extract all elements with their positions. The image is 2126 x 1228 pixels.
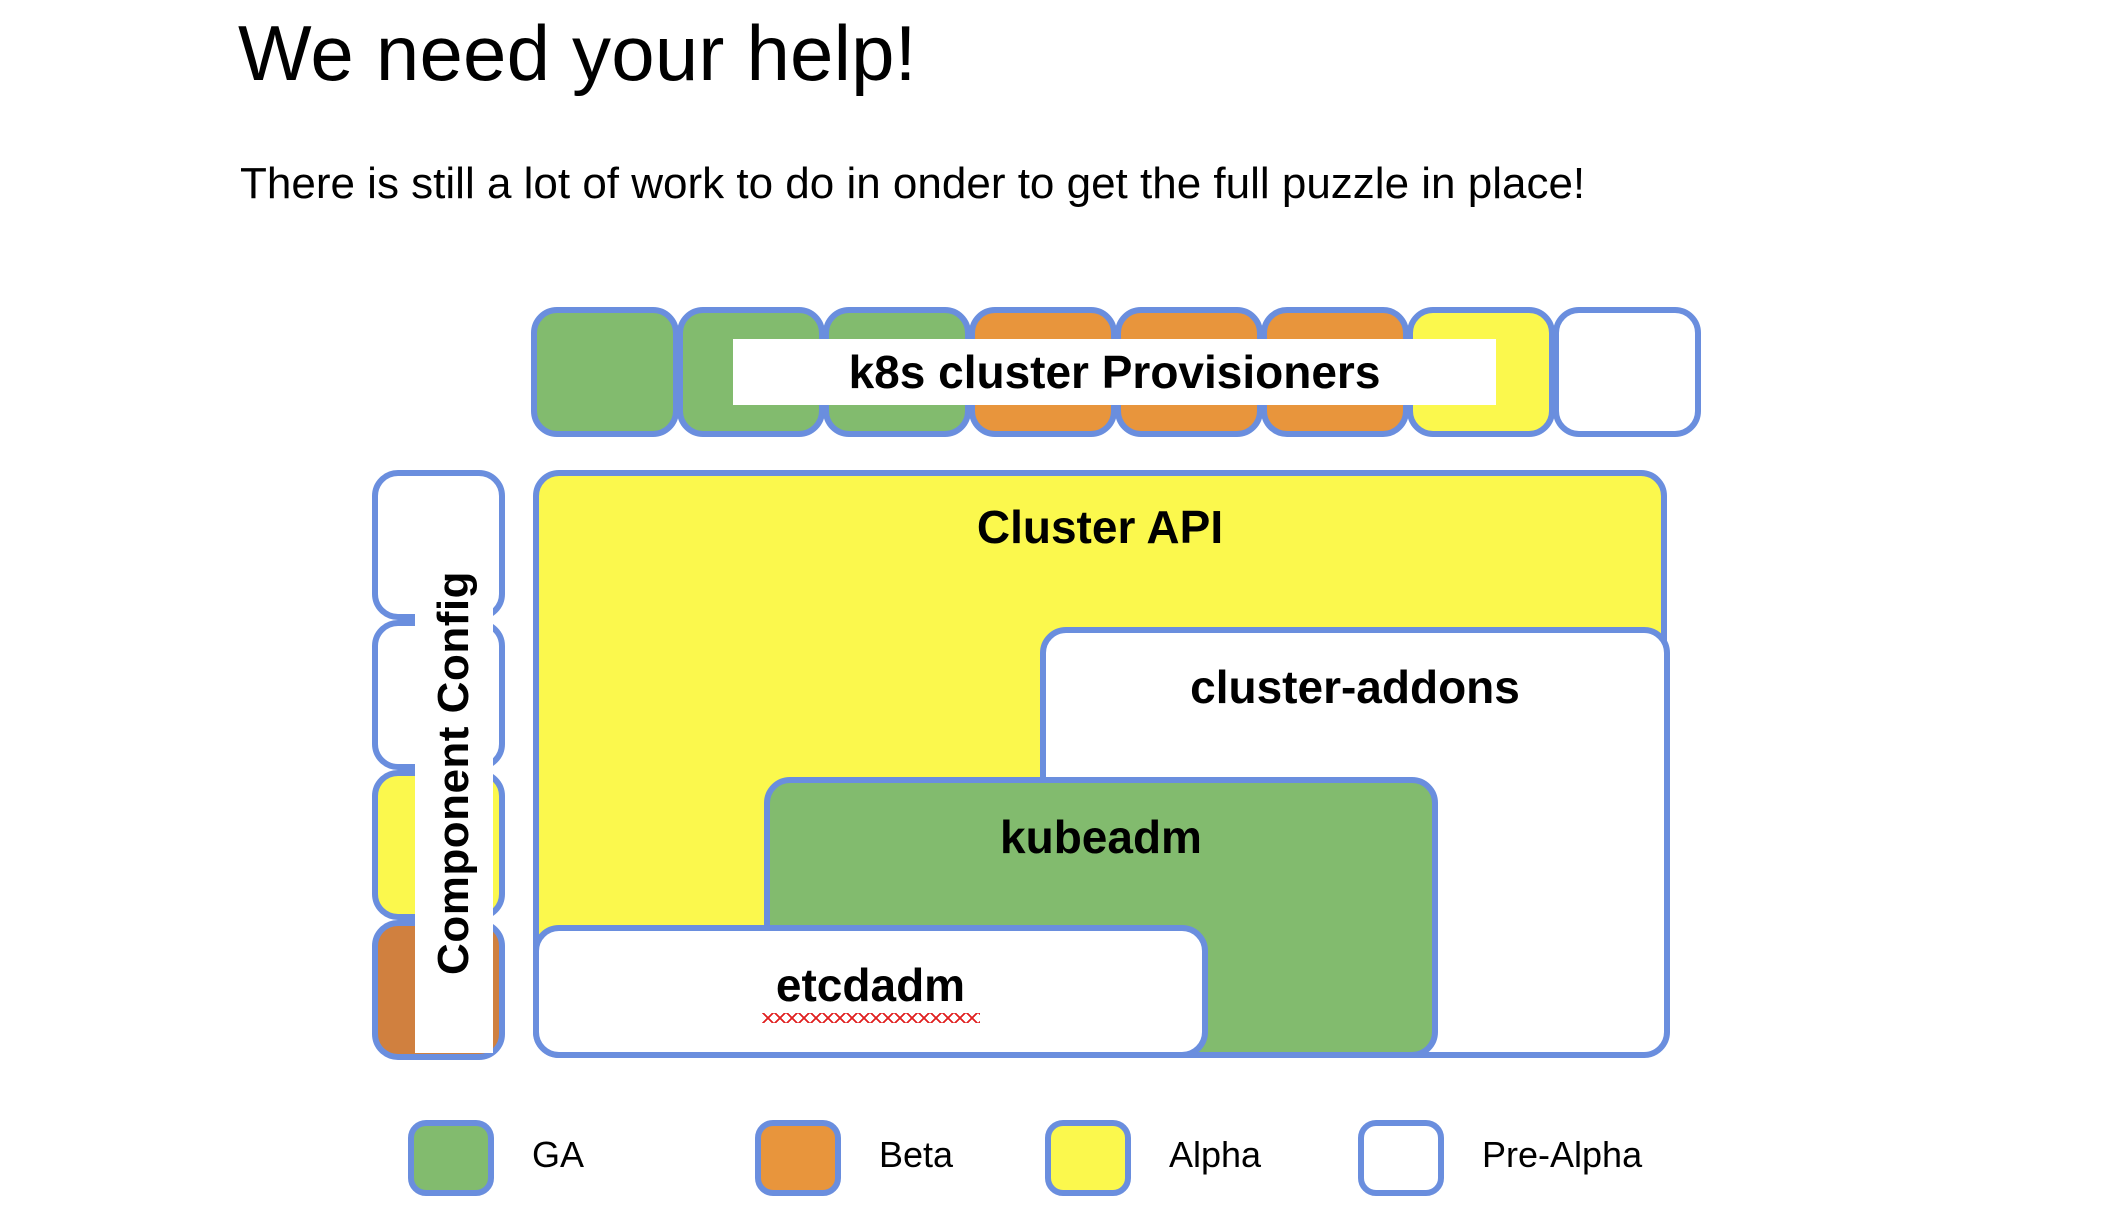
legend-swatch-ga	[408, 1120, 494, 1196]
legend-label-alpha: Alpha	[1169, 1134, 1262, 1175]
page-title: We need your help!	[238, 9, 917, 97]
legend-swatch-beta	[755, 1120, 841, 1196]
legend-label-pre-alpha: Pre-Alpha	[1482, 1134, 1643, 1175]
legend-item-alpha[interactable]: Alpha	[1045, 1120, 1365, 1200]
legend-item-pre-alpha[interactable]: Pre-Alpha	[1358, 1120, 1718, 1200]
page-subtitle: There is still a lot of work to do in on…	[240, 159, 1586, 208]
component-config-label-plate: Component Config	[415, 493, 493, 1053]
legend-label-ga: GA	[532, 1134, 585, 1175]
etcdadm-label: etcdadm	[775, 959, 966, 1011]
legend-label-beta: Beta	[879, 1134, 954, 1175]
etcdadm-block[interactable]	[533, 925, 1208, 1058]
cluster-api-label: Cluster API	[976, 501, 1224, 553]
component-config-label: Component Config	[429, 571, 479, 975]
etcdadm-spellcheck-underline	[762, 1013, 980, 1023]
cluster-addons-label: cluster-addons	[1190, 661, 1520, 713]
legend: GA Beta Alpha Pre-Alpha	[0, 1120, 2126, 1220]
provisioner-tile-1[interactable]	[531, 307, 679, 437]
legend-swatch-pre-alpha	[1358, 1120, 1444, 1196]
legend-item-beta[interactable]: Beta	[755, 1120, 1075, 1200]
legend-swatch-alpha	[1045, 1120, 1131, 1196]
kubeadm-label: kubeadm	[1000, 811, 1202, 863]
legend-item-ga[interactable]: GA	[408, 1120, 728, 1200]
provisioner-row-label: k8s cluster Provisioners	[733, 339, 1496, 405]
provisioner-tile-8[interactable]	[1553, 307, 1701, 437]
